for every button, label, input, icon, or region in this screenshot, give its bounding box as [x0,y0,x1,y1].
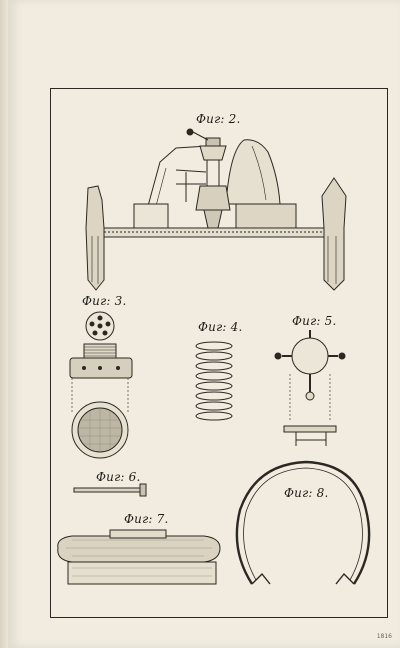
fig8-label: Фиг: 8. [284,486,329,500]
book-gutter [0,0,8,648]
plate-page: Фиг: 2. Фиг: 3. Фиг: 4. Фиг: 5. Фиг: 6. … [8,0,400,648]
fig6-label: Фиг: 6. [96,470,141,484]
fig4-label: Фиг: 4. [198,320,243,334]
fig2-label: Фиг: 2. [196,112,241,126]
fig6-drawing [73,483,147,497]
fig8-drawing [235,460,371,585]
fig2-drawing [85,128,347,291]
fig7-drawing [57,529,221,585]
engraving-illustration [57,128,371,585]
plate-frame [50,88,388,618]
fig4-drawing [195,341,233,421]
plate-number: 1816 [376,633,392,640]
fig3-label: Фиг: 3. [82,294,127,308]
fig3-drawing [69,311,133,459]
fig5-drawing [274,330,346,446]
fig7-label: Фиг: 7. [124,512,169,526]
fig5-label: Фиг: 5. [292,314,337,328]
